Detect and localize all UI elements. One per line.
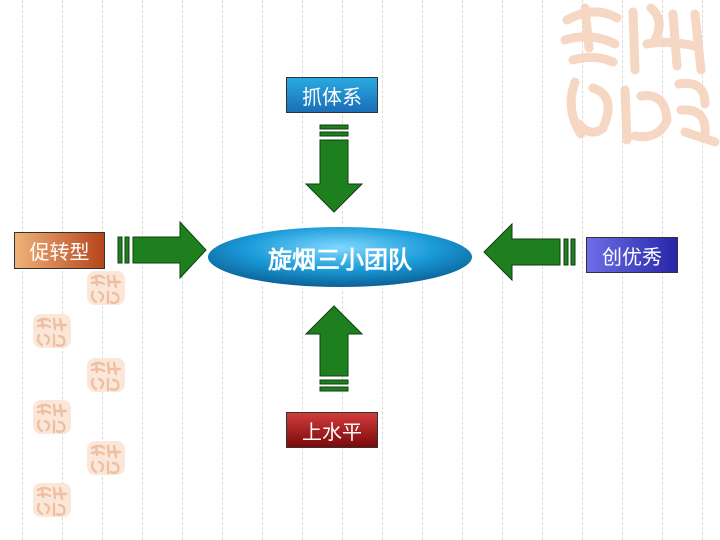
center-ellipse [206, 225, 474, 289]
node-left: 促转型 [14, 232, 105, 269]
node-left-label: 促转型 [29, 240, 90, 264]
arrow-left-right [117, 220, 207, 280]
seal-watermark-small [33, 400, 71, 434]
seal-watermark-small [33, 483, 71, 517]
arrow-right-left [483, 222, 576, 282]
seal-watermark-small [33, 314, 71, 348]
arrow-bottom-up [304, 305, 364, 392]
arrow-top-down [304, 124, 364, 213]
node-right-label: 创优秀 [602, 244, 662, 269]
node-top: 抓体系 [286, 77, 378, 113]
seal-watermark-large [560, 3, 720, 147]
seal-watermark-small [87, 358, 125, 392]
seal-watermark-small [87, 271, 125, 305]
node-bottom: 上水平 [286, 412, 378, 448]
node-right: 创优秀 [586, 237, 678, 273]
center-label: 旋烟三小团队 [268, 245, 412, 274]
seal-watermark-small [87, 441, 125, 475]
node-top-label: 抓体系 [302, 84, 362, 109]
node-bottom-label: 上水平 [302, 419, 362, 444]
